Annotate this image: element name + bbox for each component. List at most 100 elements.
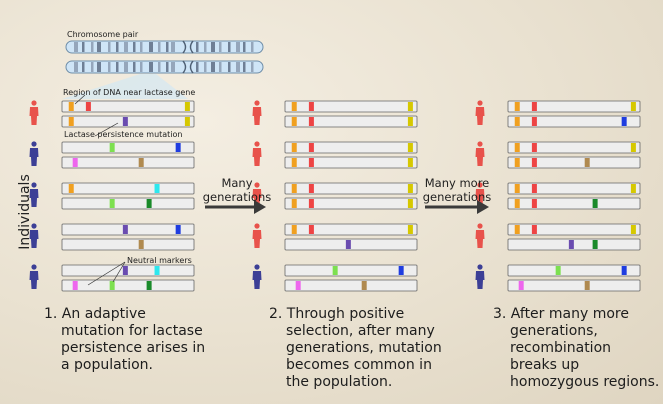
chromosome-band (149, 62, 153, 72)
blue-person-icon (29, 223, 39, 248)
blue-marker (175, 225, 181, 234)
person-head (31, 223, 37, 229)
orange-marker (291, 225, 297, 234)
blue-person-icon (29, 182, 39, 207)
orange-marker (514, 184, 520, 193)
chromosome-band (74, 42, 78, 52)
chromosome-bar (284, 156, 418, 169)
chromosome-band (196, 42, 199, 52)
person-head (477, 182, 483, 188)
yellow-marker (630, 225, 636, 234)
person-head (254, 182, 260, 188)
chromosome-bar (284, 279, 418, 292)
lactase-mutation-label: Lactase persistence mutation (64, 130, 183, 139)
mutation-pointer (94, 122, 119, 137)
yellow-marker (407, 158, 413, 167)
magenta-marker (72, 281, 78, 290)
green-marker (109, 281, 115, 290)
tan-marker (361, 281, 367, 290)
tan-marker (138, 240, 144, 249)
chromosome-band (166, 42, 169, 52)
red-person-icon (475, 100, 485, 125)
label-pointers (74, 94, 126, 286)
chromosome-bar (284, 197, 418, 210)
chromosome-band (236, 62, 240, 72)
chromosome-bar-body (61, 238, 195, 251)
chromosome-band (243, 42, 246, 52)
person-head (254, 141, 260, 147)
chromosome-bar (507, 141, 641, 154)
chromosome-band (116, 62, 119, 72)
chromosome-band (243, 62, 246, 72)
green-marker (109, 199, 115, 208)
orange-marker (291, 184, 297, 193)
yellow-marker (407, 117, 413, 126)
orange-marker (514, 199, 520, 208)
person-head (477, 141, 483, 147)
chromosome-bar-body (284, 197, 418, 210)
chromosome-band (204, 62, 207, 72)
chromosome-bar-body (61, 264, 195, 277)
person-body (475, 230, 485, 248)
blue-marker (621, 117, 627, 126)
chromosome-bar (284, 182, 418, 195)
purple-marker (122, 117, 128, 126)
person-head (254, 223, 260, 229)
red-person-icon (252, 223, 262, 248)
chromosome-bar-body (507, 156, 641, 169)
orange-marker (68, 102, 74, 111)
chromosome-pair-label: Chromosome pair (67, 30, 139, 39)
zoom-wedge (62, 74, 188, 99)
chromosome-bar (507, 182, 641, 195)
chromosome-bar (61, 238, 195, 251)
chromosome-band (149, 42, 153, 52)
red-marker (308, 225, 314, 234)
person-body (29, 271, 39, 289)
chromosome-band (124, 62, 128, 72)
marker-pointer (87, 261, 126, 286)
red-marker (308, 184, 314, 193)
chromosome-band (97, 42, 101, 52)
cyan-marker (154, 184, 160, 193)
yellow-marker (407, 199, 413, 208)
person-body (252, 148, 262, 166)
person-head (31, 141, 37, 147)
chromosome-bar-body (61, 223, 195, 236)
chromosome-bar (507, 279, 641, 292)
purple-marker (122, 266, 128, 275)
chromosome-band (219, 42, 222, 52)
magenta-marker (295, 281, 301, 290)
tan-marker (584, 281, 590, 290)
person-head (477, 223, 483, 229)
red-marker (531, 184, 537, 193)
region-pointer (74, 94, 86, 105)
red-marker (85, 102, 91, 111)
chromosome-bar-body (61, 197, 195, 210)
chromosome-bar (284, 141, 418, 154)
chromosome-bar (61, 279, 195, 292)
dkgreen-marker (592, 199, 598, 208)
chromosome-bar (284, 100, 418, 113)
caption-panel-2: 2. Through positive selection, after man… (269, 306, 442, 390)
person-head (31, 182, 37, 188)
magenta-marker (72, 158, 78, 167)
chromosome-bar-body (507, 223, 641, 236)
caption-panel-1: 1. An adaptive mutation for lactase pers… (44, 306, 206, 373)
red-person-icon (475, 141, 485, 166)
chromosome-bar (507, 156, 641, 169)
chromosome-bar-body (284, 156, 418, 169)
chromosome-band (91, 42, 94, 52)
chromosome-bar (61, 197, 195, 210)
chromosome-bar-body (284, 279, 418, 292)
region-of-dna-label: Region of DNA near lactase gene (63, 88, 196, 97)
chromosome-bar (61, 264, 195, 277)
purple-marker (345, 240, 351, 249)
orange-marker (514, 102, 520, 111)
chromosome-band (158, 42, 161, 52)
arrow-head (254, 200, 266, 214)
red-marker (531, 225, 537, 234)
yellow-marker (630, 143, 636, 152)
blue-person-icon (475, 264, 485, 289)
